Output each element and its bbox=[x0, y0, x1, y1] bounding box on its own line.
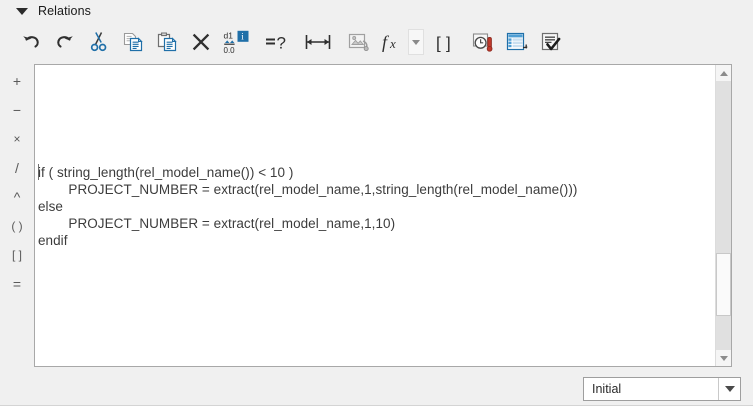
svg-text:[: [ bbox=[436, 34, 441, 53]
svg-text:0.0: 0.0 bbox=[224, 46, 236, 54]
brackets-curly-icon: [ ] bbox=[436, 34, 451, 53]
operator-minus-label: − bbox=[12, 102, 22, 118]
cut-button[interactable] bbox=[82, 25, 116, 59]
clock-history-icon bbox=[472, 33, 493, 52]
table-list-icon bbox=[506, 32, 528, 51]
mode-select[interactable]: Initial bbox=[583, 377, 741, 401]
triangle-up-icon bbox=[719, 70, 728, 76]
chevron-down-icon bbox=[412, 39, 420, 45]
verify-relations-button[interactable]: ? bbox=[258, 25, 298, 59]
parameters-button[interactable] bbox=[500, 25, 534, 59]
svg-text:f: f bbox=[382, 32, 390, 52]
history-button[interactable] bbox=[466, 25, 500, 59]
scissors-icon bbox=[90, 32, 107, 52]
scroll-track-upper[interactable] bbox=[716, 81, 731, 253]
scroll-thumb[interactable] bbox=[716, 253, 731, 316]
operator-rail: + − × / ^ ( ) [ ] = bbox=[0, 62, 34, 369]
operator-parentheses-label: ( ) bbox=[11, 219, 23, 233]
svg-text:]: ] bbox=[446, 34, 451, 53]
panel-header: Relations bbox=[0, 0, 753, 22]
operator-multiply-button[interactable]: × bbox=[2, 126, 32, 152]
triangle-down-icon[interactable] bbox=[16, 7, 28, 15]
triangle-down-icon bbox=[719, 355, 728, 361]
scroll-up-button[interactable] bbox=[716, 65, 731, 81]
svg-text:?: ? bbox=[277, 34, 286, 53]
paste-button[interactable] bbox=[150, 25, 184, 59]
scroll-track-lower[interactable] bbox=[716, 316, 731, 350]
code-input[interactable]: if ( string_length(rel_model_name()) < 1… bbox=[35, 65, 715, 366]
operator-minus-button[interactable]: − bbox=[2, 97, 32, 123]
operator-multiply-label: × bbox=[13, 132, 21, 146]
operator-parentheses-button[interactable]: ( ) bbox=[2, 213, 32, 239]
svg-text:d1: d1 bbox=[224, 31, 234, 41]
insert-from-file-button[interactable] bbox=[342, 25, 376, 59]
paste-icon bbox=[157, 32, 177, 52]
insert-image-icon bbox=[348, 33, 369, 52]
svg-text:i: i bbox=[241, 32, 244, 42]
undo-button[interactable] bbox=[14, 25, 48, 59]
copy-button[interactable] bbox=[116, 25, 150, 59]
measure-arrow-icon bbox=[305, 35, 331, 49]
footer-bar: Initial bbox=[0, 369, 753, 409]
functions-button[interactable]: f x bbox=[376, 25, 410, 59]
undo-icon bbox=[23, 36, 39, 48]
operator-power-button[interactable]: ^ bbox=[2, 184, 32, 210]
delete-button[interactable] bbox=[184, 25, 218, 59]
parameter-info-button[interactable]: d1 0.0 i bbox=[218, 25, 258, 59]
operator-equals-button[interactable]: = bbox=[2, 271, 32, 297]
operator-plus-label: + bbox=[12, 73, 22, 89]
document-check-icon bbox=[541, 32, 561, 51]
functions-dropdown[interactable] bbox=[408, 29, 424, 55]
relations-code-text[interactable]: if ( string_length(rel_model_name()) < 1… bbox=[38, 165, 578, 248]
relations-editor: if ( string_length(rel_model_name()) < 1… bbox=[34, 64, 732, 367]
mode-select-arrow[interactable] bbox=[718, 378, 740, 400]
measure-button[interactable] bbox=[298, 25, 338, 59]
redo-button[interactable] bbox=[48, 25, 82, 59]
page-title: Relations bbox=[38, 4, 92, 18]
operator-divide-label: / bbox=[15, 160, 19, 176]
equals-question-icon: ? bbox=[266, 34, 286, 53]
check-relations-button[interactable] bbox=[534, 25, 568, 59]
dimension-info-icon: d1 0.0 i bbox=[224, 31, 249, 54]
operator-divide-button[interactable]: / bbox=[2, 155, 32, 181]
operator-brackets-button[interactable]: [ ] bbox=[2, 242, 32, 268]
operator-equals-label: = bbox=[12, 276, 22, 292]
operator-power-label: ^ bbox=[13, 189, 21, 205]
operator-brackets-label: [ ] bbox=[11, 248, 22, 262]
units-button[interactable]: [ ] bbox=[428, 25, 462, 59]
close-x-icon bbox=[192, 33, 210, 51]
window-bottom-edge bbox=[0, 405, 753, 410]
svg-text:x: x bbox=[389, 36, 396, 51]
operator-plus-button[interactable]: + bbox=[2, 68, 32, 94]
chevron-down-icon bbox=[724, 386, 735, 392]
copy-icon bbox=[123, 32, 143, 52]
text-caret bbox=[38, 164, 39, 180]
redo-icon bbox=[57, 36, 73, 48]
fx-icon: f x bbox=[382, 32, 396, 52]
toolbar: d1 0.0 i ? bbox=[0, 22, 753, 62]
vertical-scrollbar[interactable] bbox=[715, 65, 731, 366]
mode-select-value: Initial bbox=[592, 382, 622, 396]
scroll-down-button[interactable] bbox=[716, 350, 731, 366]
